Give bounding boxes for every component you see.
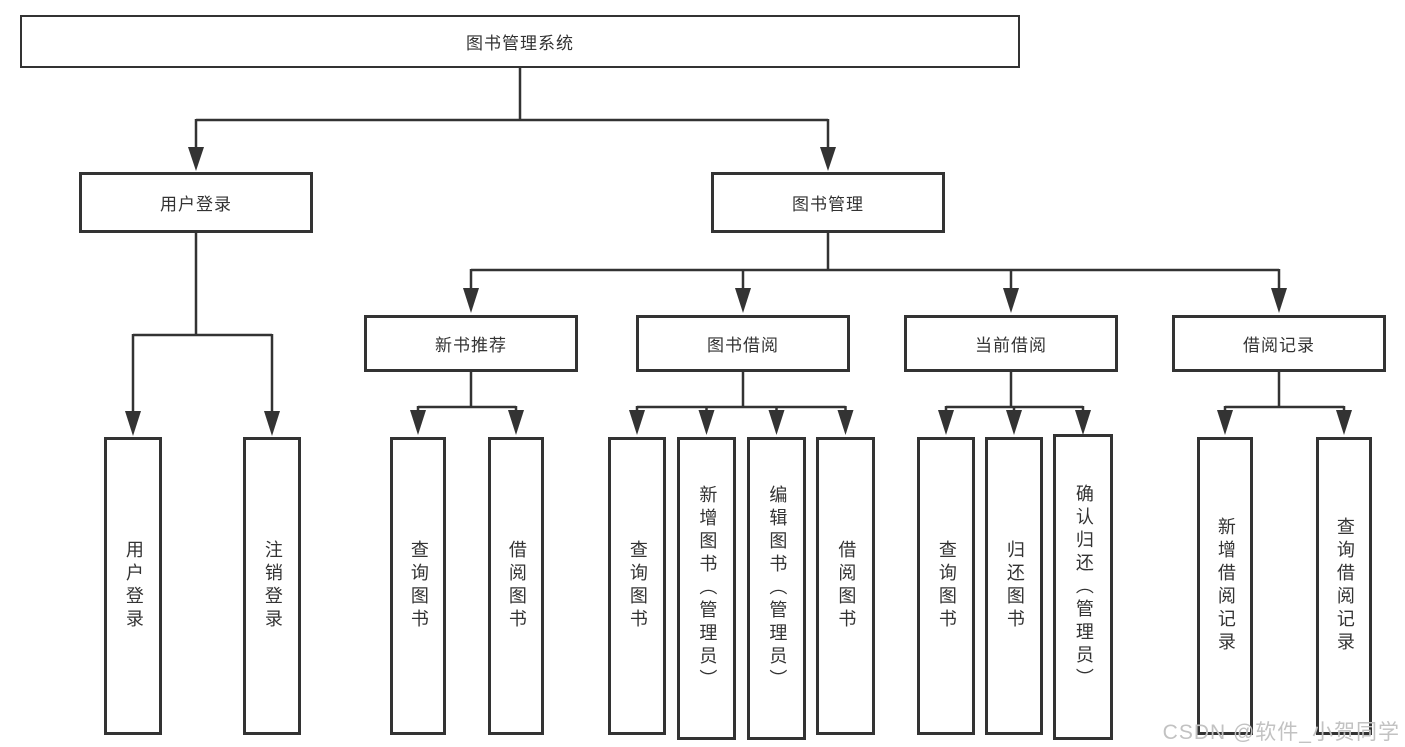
connector-new-book-recommend-to-leaves bbox=[410, 372, 524, 435]
connector-user-login-to-leaves bbox=[125, 233, 280, 436]
connector-book-borrow-to-leaves bbox=[629, 372, 854, 435]
leaf-edit-book-admin: 编辑图书（管理员） bbox=[747, 437, 806, 740]
leaf-borrow-books: 借阅图书 bbox=[816, 437, 875, 735]
connector-book-management-to-level3 bbox=[463, 233, 1287, 313]
node-book-borrow: 图书借阅 bbox=[636, 315, 850, 372]
node-user-login: 用户登录 bbox=[79, 172, 313, 233]
leaf-add-borrow-record: 新增借阅记录 bbox=[1197, 437, 1253, 735]
node-book-management: 图书管理 bbox=[711, 172, 945, 233]
node-library-system: 图书管理系统 bbox=[20, 15, 1020, 68]
leaf-query-books-borrow: 查询图书 bbox=[608, 437, 666, 735]
csdn-watermark: CSDN @软件_小贺同学 bbox=[1162, 721, 1400, 744]
leaf-query-borrow-record: 查询借阅记录 bbox=[1316, 437, 1372, 735]
node-new-book-recommend: 新书推荐 bbox=[364, 315, 578, 372]
connector-root-to-level2 bbox=[188, 68, 836, 171]
leaf-user-login: 用户登录 bbox=[104, 437, 162, 735]
leaf-confirm-return-admin: 确认归还（管理员） bbox=[1053, 434, 1113, 740]
leaf-add-book-admin: 新增图书（管理员） bbox=[677, 437, 736, 740]
leaf-borrow-books-recommend: 借阅图书 bbox=[488, 437, 544, 735]
node-borrow-records: 借阅记录 bbox=[1172, 315, 1386, 372]
node-current-borrow: 当前借阅 bbox=[904, 315, 1118, 372]
leaf-query-books-recommend: 查询图书 bbox=[390, 437, 446, 735]
connector-borrow-records-to-leaves bbox=[1217, 372, 1352, 435]
leaf-query-books-current: 查询图书 bbox=[917, 437, 975, 735]
leaf-return-book: 归还图书 bbox=[985, 437, 1043, 735]
connector-current-borrow-to-leaves bbox=[938, 372, 1091, 435]
leaf-logout-login: 注销登录 bbox=[243, 437, 301, 735]
